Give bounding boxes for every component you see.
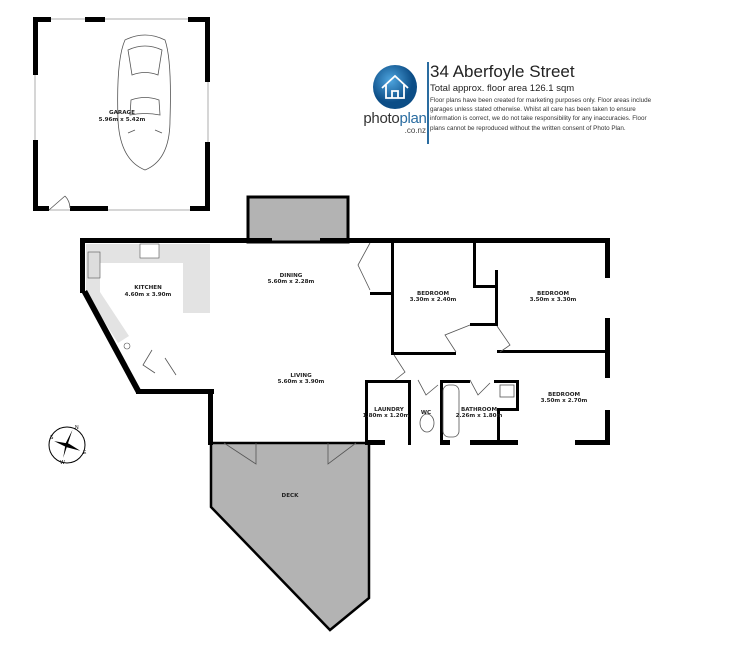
svg-text:W: W bbox=[60, 460, 65, 466]
header-divider bbox=[427, 62, 429, 144]
cooktop-icon bbox=[139, 243, 160, 259]
property-info: 34 Aberfoyle Street Total approx. floor … bbox=[430, 62, 660, 133]
garage: GARAGE 5.96m x 5.42m bbox=[33, 17, 210, 211]
toilet-icon bbox=[419, 413, 435, 433]
disclaimer: Floor plans have been created for market… bbox=[430, 97, 652, 132]
bedroom2-dims: 3.50m x 3.30m bbox=[530, 297, 577, 303]
bedroom1-label: BEDROOM bbox=[417, 291, 450, 297]
bedroom3-label: BEDROOM bbox=[548, 392, 581, 398]
garage-label: GARAGE bbox=[109, 110, 135, 116]
doors bbox=[142, 242, 515, 438]
kitchen-counters bbox=[86, 243, 210, 350]
kitchen-dims: 4.60m x 3.90m bbox=[125, 292, 172, 298]
walls bbox=[80, 238, 610, 445]
svg-text:E: E bbox=[83, 450, 87, 456]
dishwasher-icon bbox=[123, 342, 131, 350]
bathroom-label: BATHROOM bbox=[461, 407, 497, 413]
house-logo-icon bbox=[373, 65, 417, 109]
laundry-label: LAUNDRY bbox=[374, 407, 405, 413]
laundry-dims: 1.80m x 1.20m bbox=[363, 413, 410, 419]
deck: DECK bbox=[209, 441, 371, 632]
floor-area: Total approx. floor area 126.1 sqm bbox=[430, 83, 575, 94]
car-icon bbox=[117, 34, 171, 171]
svg-text:N: N bbox=[75, 425, 79, 431]
photoplan-logo: photoplan .co.nz bbox=[360, 64, 430, 135]
kitchen-label: KITCHEN bbox=[134, 285, 162, 291]
property-address: 34 Aberfoyle Street bbox=[430, 62, 575, 81]
bedroom3-dims: 3.50m x 2.70m bbox=[541, 398, 588, 404]
wc-label: WC bbox=[421, 410, 431, 416]
svg-text:S: S bbox=[50, 435, 54, 441]
sink-icon bbox=[87, 251, 101, 279]
logo-wordmark: photoplan bbox=[363, 110, 427, 127]
garage-dims: 5.96m x 5.42m bbox=[99, 117, 146, 123]
dining-label: DINING bbox=[280, 273, 303, 279]
deck-label: DECK bbox=[282, 493, 300, 499]
vanity-icon bbox=[499, 384, 515, 398]
bedroom2-label: BEDROOM bbox=[537, 291, 570, 297]
bedroom1-dims: 3.30m x 2.40m bbox=[410, 297, 457, 303]
living-label: LIVING bbox=[290, 373, 312, 379]
living-dims: 5.60m x 3.90m bbox=[278, 379, 325, 385]
balcony bbox=[246, 195, 350, 244]
compass-icon: N E S W bbox=[48, 425, 87, 466]
bathroom-dims: 2.26m x 1.80m bbox=[456, 413, 503, 419]
bathtub-icon bbox=[442, 384, 460, 438]
dining-dims: 5.60m x 2.28m bbox=[268, 279, 315, 285]
logo-domain: .co.nz bbox=[404, 126, 426, 135]
